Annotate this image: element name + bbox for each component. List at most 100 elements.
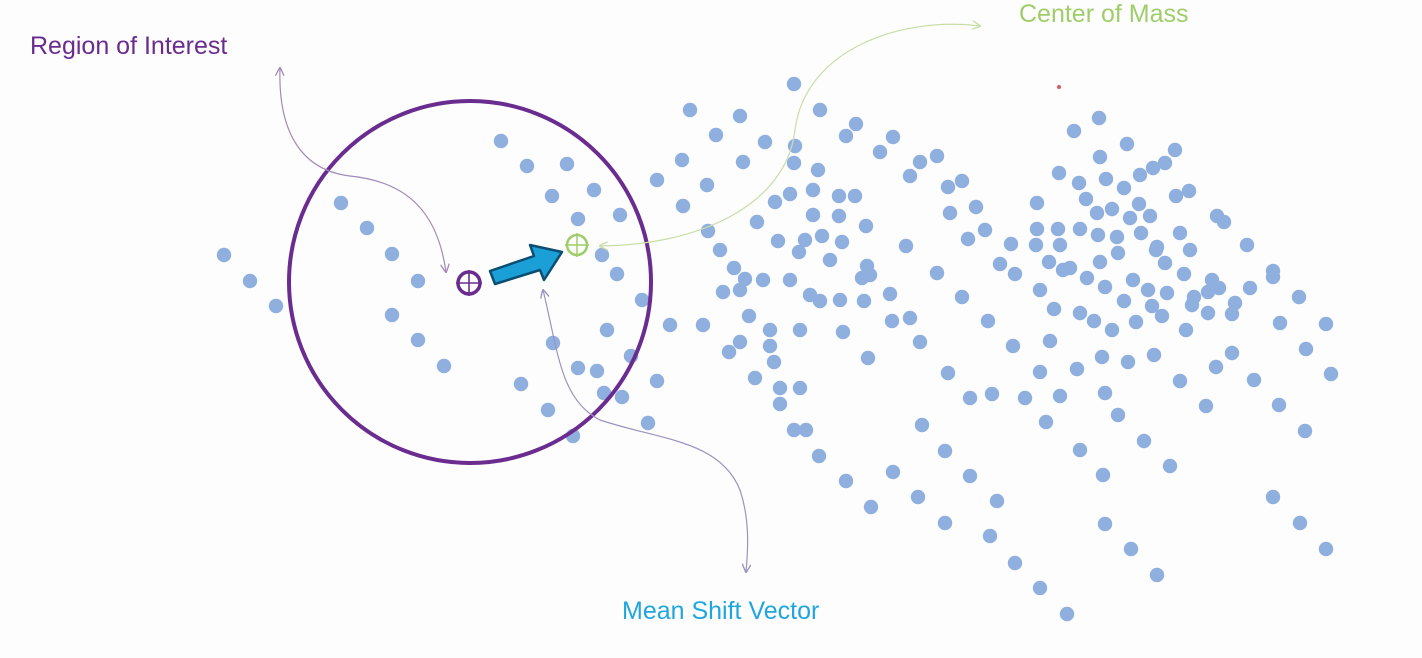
data-point: [770, 233, 786, 249]
data-point: [898, 238, 914, 254]
data-point: [1292, 515, 1308, 531]
data-point: [835, 324, 851, 340]
data-point: [1052, 237, 1068, 253]
data-point: [831, 208, 847, 224]
data-point: [721, 344, 737, 360]
data-point: [1072, 442, 1088, 458]
data-point: [1069, 361, 1085, 377]
data-point: [640, 415, 656, 431]
data-point: [662, 317, 678, 333]
data-point: [749, 214, 765, 230]
data-point: [612, 207, 628, 223]
data-point: [762, 322, 778, 338]
data-point: [792, 322, 808, 338]
data-point: [929, 148, 945, 164]
data-point: [1176, 266, 1192, 282]
data-point: [609, 266, 625, 282]
data-point: [822, 252, 838, 268]
data-point: [1208, 359, 1224, 375]
data-point: [1007, 266, 1023, 282]
data-point: [882, 286, 898, 302]
data-point: [682, 102, 698, 118]
data-point: [726, 260, 742, 276]
data-point: [1104, 201, 1120, 217]
region-of-interest-circle: [287, 99, 653, 465]
data-point: [812, 102, 828, 118]
data-point: [992, 256, 1008, 272]
data-point: [1042, 333, 1058, 349]
data-point: [1145, 160, 1161, 176]
data-point: [700, 223, 716, 239]
data-point: [559, 156, 575, 172]
data-point: [634, 292, 650, 308]
data-point: [858, 218, 874, 234]
data-point: [755, 272, 771, 288]
data-point: [586, 182, 602, 198]
data-point: [1109, 229, 1125, 245]
data-point: [1227, 295, 1243, 311]
data-point: [1090, 227, 1106, 243]
data-point: [1038, 414, 1054, 430]
data-point: [384, 246, 400, 262]
data-point: [570, 211, 586, 227]
data-point: [1072, 221, 1088, 237]
data-point: [732, 334, 748, 350]
data-point: [1125, 272, 1141, 288]
data-point: [1095, 467, 1111, 483]
data-point: [937, 515, 953, 531]
data-point: [847, 188, 863, 204]
data-point: [802, 287, 818, 303]
data-point: [786, 76, 802, 92]
data-point: [1216, 214, 1232, 230]
data-point: [1097, 385, 1113, 401]
data-point: [782, 186, 798, 202]
data-point: [929, 265, 945, 281]
data-point: [902, 168, 918, 184]
data-point: [766, 354, 782, 370]
data-point: [735, 154, 751, 170]
data-point: [649, 172, 665, 188]
data-point: [649, 373, 665, 389]
data-point: [1094, 349, 1110, 365]
data-point: [834, 234, 850, 250]
data-point: [912, 154, 928, 170]
data-point: [1182, 242, 1198, 258]
data-point: [757, 134, 773, 150]
region-of-interest-label: Region of Interest: [30, 32, 227, 60]
data-point: [762, 338, 778, 354]
data-point: [333, 195, 349, 211]
data-point: [1181, 183, 1197, 199]
data-point: [1186, 289, 1202, 305]
data-point: [1172, 225, 1188, 241]
data-point: [977, 222, 993, 238]
data-point: [1017, 390, 1033, 406]
data-point: [741, 308, 757, 324]
data-point: [1159, 285, 1175, 301]
data-point: [1204, 272, 1220, 288]
data-point: [410, 273, 426, 289]
data-point: [854, 270, 870, 286]
data-point: [1291, 289, 1307, 305]
data-point: [1066, 123, 1082, 139]
mean-shift-arrow-icon: [488, 243, 564, 286]
data-point: [1028, 237, 1044, 253]
data-point: [493, 133, 509, 149]
data-point: [732, 108, 748, 124]
center-of-mass-leader: [600, 24, 980, 246]
data-point: [1005, 338, 1021, 354]
data-point: [1167, 142, 1183, 158]
data-point: [1086, 313, 1102, 329]
data-point: [786, 422, 802, 438]
data-point: [902, 310, 918, 326]
data-point: [1200, 284, 1216, 300]
data-point: [1265, 269, 1281, 285]
mean-shift-vector-label: Mean Shift Vector: [622, 597, 819, 625]
region-of-interest-leader: [280, 68, 446, 272]
data-point: [1246, 372, 1262, 388]
data-point: [1242, 280, 1258, 296]
data-point: [856, 293, 872, 309]
data-point: [712, 242, 728, 258]
data-point: [940, 365, 956, 381]
data-point: [1122, 210, 1138, 226]
